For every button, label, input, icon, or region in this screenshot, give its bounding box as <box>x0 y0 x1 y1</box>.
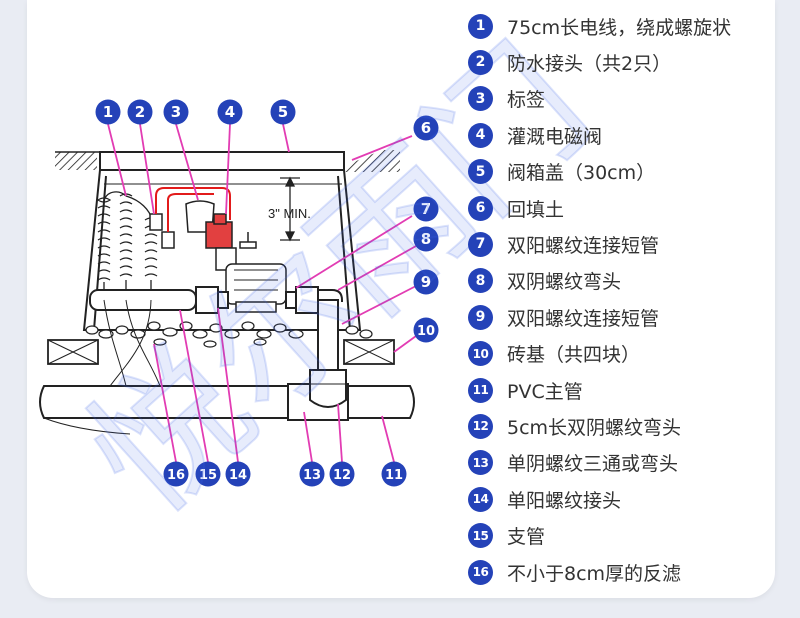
legend-number-badge: 5 <box>468 159 493 185</box>
legend-text: 砖基（共四块） <box>507 344 641 367</box>
callout-badge: 2 <box>127 99 153 125</box>
legend-text: 回填土 <box>507 198 565 221</box>
clearance-label: 3" MIN. <box>268 206 311 221</box>
solenoid-valve <box>205 213 287 313</box>
legend-number-badge: 14 <box>468 486 493 512</box>
callout-badge-number: 3 <box>171 103 181 121</box>
callout-badge-number: 2 <box>135 103 145 121</box>
callout-badge-number: 13 <box>303 468 321 483</box>
drain-lines <box>43 299 161 435</box>
legend-number-badge: 2 <box>468 49 493 75</box>
callout-badge: 14 <box>225 461 251 487</box>
legend-text: 标签 <box>507 89 546 112</box>
legend-number-badge: 9 <box>468 304 493 330</box>
legend-item: 11 PVC主管 <box>468 376 583 404</box>
callout-badge-number: 15 <box>199 468 217 483</box>
ground-soil <box>55 150 400 172</box>
legend-number-badge: 3 <box>468 86 493 112</box>
legend-number-badge: 6 <box>468 195 493 221</box>
callout-badge: 15 <box>195 461 221 487</box>
legend-item: 4 灌溉电磁阀 <box>468 121 602 149</box>
legend-text: 阀箱盖（30cm） <box>507 162 656 185</box>
legend-item: 9 双阳螺纹连接短管 <box>468 303 659 331</box>
legend-text: 防水接头（共2只） <box>507 52 672 75</box>
callout-badge-number: 7 <box>421 200 431 218</box>
legend-number-badge: 7 <box>468 231 493 257</box>
legend-item: 16 不小于8cm厚的反滤 <box>468 558 681 586</box>
callout-badge: 10 <box>413 317 439 343</box>
legend-number-badge: 16 <box>468 559 493 585</box>
legend-text: PVC主管 <box>507 380 583 403</box>
callout-badge-number: 11 <box>385 468 403 483</box>
legend-item: 14 单阳螺纹接头 <box>468 485 621 513</box>
legend-number-badge: 12 <box>468 413 493 439</box>
callout-badge-number: 1 <box>103 103 113 121</box>
clearance-dimension <box>280 176 300 242</box>
legend-item: 12 5cm长双阴螺纹弯头 <box>468 412 681 440</box>
callout-badge-number: 6 <box>421 119 431 137</box>
callout-badge-number: 4 <box>225 103 235 121</box>
legend-text: 支管 <box>507 526 546 549</box>
lateral-pipe <box>89 286 343 371</box>
legend-item: 6 回填土 <box>468 194 564 222</box>
callout-badge-number: 16 <box>167 468 185 483</box>
callout-badge: 9 <box>413 269 439 295</box>
legend-item: 8 双阴螺纹弯头 <box>468 267 621 295</box>
callout-badge: 8 <box>413 226 439 252</box>
legend-text: 双阳螺纹连接短管 <box>507 307 660 330</box>
callout-leaders <box>107 123 417 463</box>
legend-number-badge: 10 <box>468 341 493 367</box>
legend-text: 单阴螺纹三通或弯头 <box>507 453 679 476</box>
callout-badge-number: 9 <box>421 273 431 291</box>
legend-item: 15 支管 <box>468 522 545 550</box>
legend-item: 5 阀箱盖（30cm） <box>468 158 655 186</box>
callout-badge: 1 <box>95 99 121 125</box>
legend-text: 双阳螺纹连接短管 <box>507 234 660 257</box>
legend-number-badge: 15 <box>468 523 493 549</box>
callout-badge: 3 <box>163 99 189 125</box>
legend-text: 单阳螺纹接头 <box>507 489 622 512</box>
callout-badge: 4 <box>217 99 243 125</box>
legend-text: 灌溉电磁阀 <box>507 125 603 148</box>
callout-badge-number: 8 <box>421 230 431 248</box>
callout-badge-number: 14 <box>229 468 247 483</box>
callout-badge: 5 <box>270 99 296 125</box>
legend-number-badge: 8 <box>468 268 493 294</box>
legend-number-badge: 4 <box>468 122 493 148</box>
callout-badge-number: 10 <box>417 324 435 339</box>
callout-badge: 13 <box>299 461 325 487</box>
legend-number-badge: 13 <box>468 450 493 476</box>
legend-item: 3 标签 <box>468 85 545 113</box>
legend-number-badge: 11 <box>468 377 493 403</box>
solenoid-wires <box>155 187 231 232</box>
callout-badge-number: 12 <box>333 468 351 483</box>
callout-badge: 12 <box>329 461 355 487</box>
legend-text: 双阴螺纹弯头 <box>507 271 622 294</box>
legend-item: 13 单阴螺纹三通或弯头 <box>468 449 678 477</box>
legend-item: 7 双阳螺纹连接短管 <box>468 230 659 258</box>
legend-number-badge: 1 <box>468 13 493 39</box>
gravel-bed <box>85 321 373 348</box>
callout-badge-number: 5 <box>278 103 288 121</box>
callout-badge: 7 <box>413 196 439 222</box>
callout-badge: 6 <box>413 115 439 141</box>
coiled-wires <box>97 191 158 300</box>
legend-item: 1 75cm长电线，绕成螺旋状 <box>468 12 731 40</box>
callout-badge: 11 <box>381 461 407 487</box>
pvc-main-pipe <box>39 369 415 421</box>
legend-item: 2 防水接头（共2只） <box>468 48 671 76</box>
legend-text: 75cm长电线，绕成螺旋状 <box>507 16 732 39</box>
legend-text: 不小于8cm厚的反滤 <box>507 562 682 585</box>
legend-item: 10 砖基（共四块） <box>468 340 640 368</box>
brick-supports <box>47 339 395 365</box>
callout-badge: 16 <box>163 461 189 487</box>
legend-text: 5cm长双阴螺纹弯头 <box>507 416 682 439</box>
